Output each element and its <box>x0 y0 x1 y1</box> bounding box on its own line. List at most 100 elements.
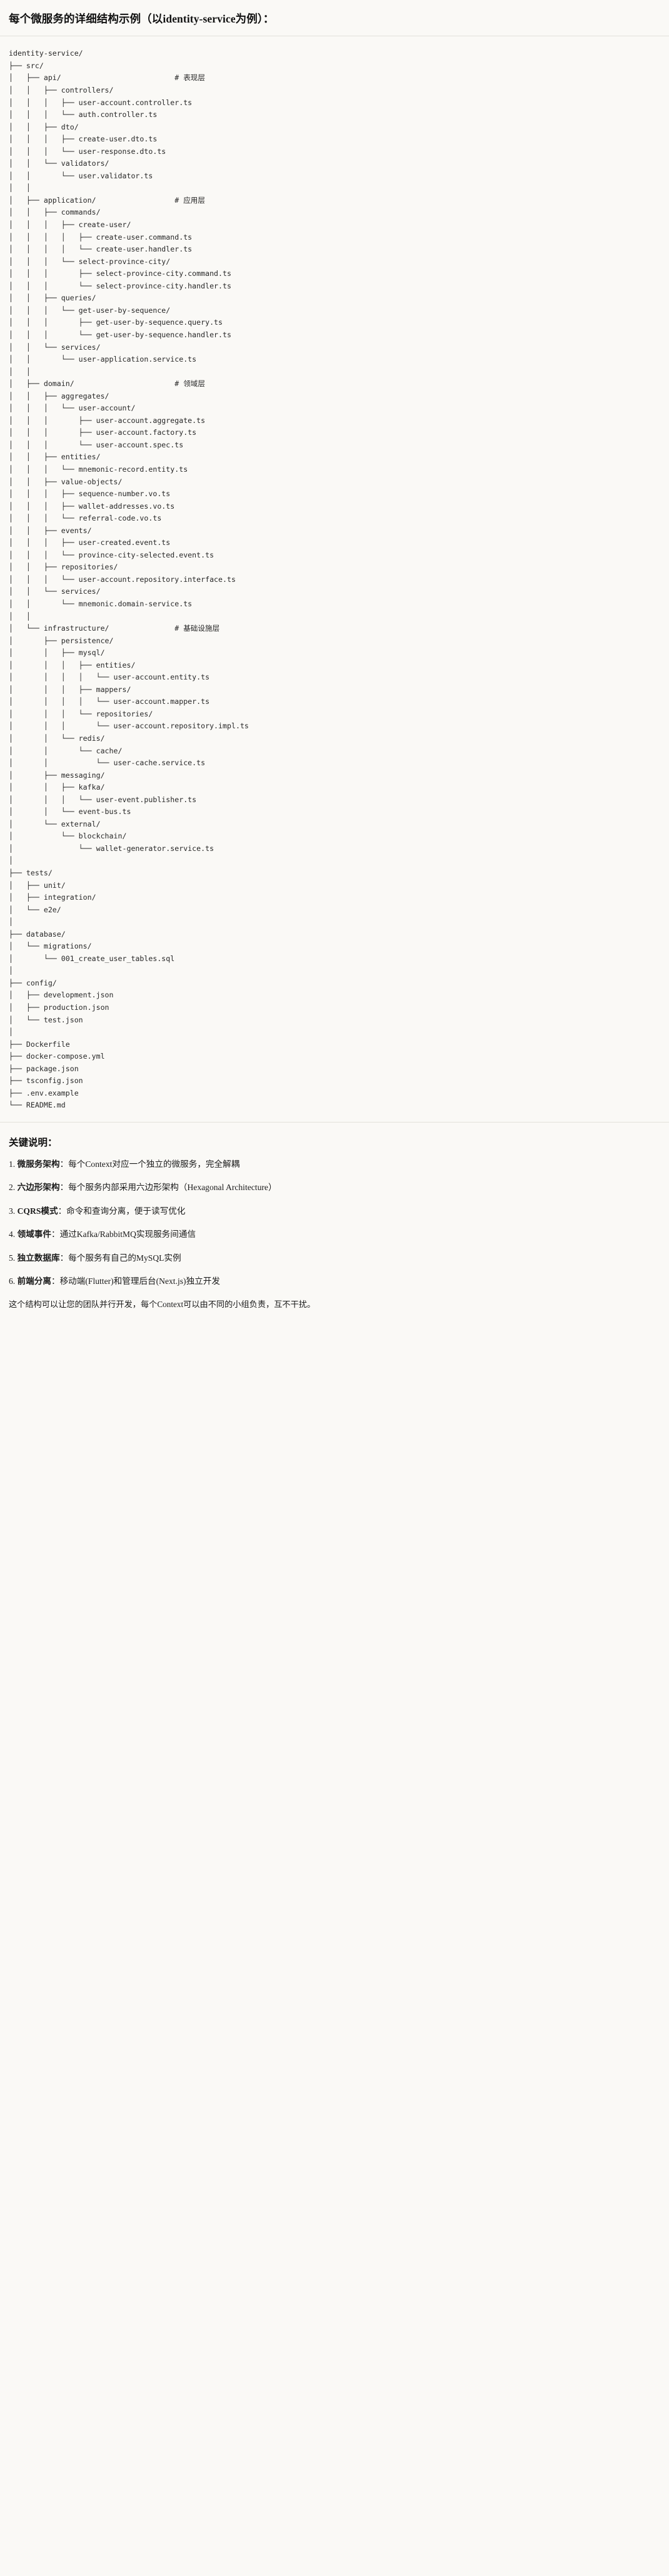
tree-line: │ │ └── redis/ <box>9 734 105 743</box>
tree-line: ├── src/ <box>9 61 44 70</box>
key-notes-list: 1. 微服务架构：每个Context对应一个独立的微服务，完全解耦 2. 六边形架… <box>9 1158 660 1288</box>
key-note-term: 微服务架构 <box>17 1159 60 1169</box>
tree-line: │ │ │ └── referral-code.vo.ts <box>9 514 162 523</box>
tree-line: │ │ ├── kafka/ <box>9 783 105 792</box>
tree-line: │ │ │ │ └── user-account.mapper.ts <box>9 697 210 706</box>
tree-line: │ ├── domain/ # 领域层 <box>9 379 205 389</box>
tree-line: ├── package.json <box>9 1064 79 1073</box>
tree-line: │ └── infrastructure/ # 基础设施层 <box>9 624 220 633</box>
tree-line: │ │ │ └── user-account.repository.impl.t… <box>9 721 249 731</box>
tree-line: │ │ │ ├── sequence-number.vo.ts <box>9 489 171 499</box>
tree-line: ├── docker-compose.yml <box>9 1052 105 1061</box>
key-note-description: ：每个服务有自己的MySQL实例 <box>59 1253 181 1263</box>
key-note-item: 4. 领域事件：通过Kafka/RabbitMQ实现服务间通信 <box>9 1228 660 1241</box>
tree-line: │ ├── messaging/ <box>9 770 105 780</box>
tree-line: ├── database/ <box>9 929 66 939</box>
tree-line: │ │ │ └── user-account/ <box>9 404 136 413</box>
tree-line: │ │ ├── controllers/ <box>9 86 114 95</box>
tree-line: │ ├── unit/ <box>9 880 66 890</box>
tree-line: │ │ │ └── repositories/ <box>9 709 153 718</box>
key-note-number: 3. <box>9 1206 16 1216</box>
tree-line: │ ├── production.json <box>9 1003 109 1012</box>
tree-line: │ │ │ └── mnemonic-record.entity.ts <box>9 464 188 474</box>
tree-line: │ │ <box>9 367 31 376</box>
key-notes-section: 关键说明： 1. 微服务架构：每个Context对应一个独立的微服务，完全解耦 2… <box>0 1122 669 1321</box>
key-note-number: 2. <box>9 1183 16 1193</box>
tree-line: │ │ │ └── province-city-selected.event.t… <box>9 550 214 559</box>
tree-line: │ │ └── services/ <box>9 587 101 596</box>
tree-line: │ <box>9 917 13 927</box>
tree-line: │ │ └── validators/ <box>9 159 109 168</box>
key-notes-title: 关键说明： <box>9 1137 58 1148</box>
tree-line: │ └── wallet-generator.service.ts <box>9 843 214 853</box>
key-note-item: 2. 六边形架构：每个服务内部采用六边形架构（Hexagonal Archite… <box>9 1181 660 1194</box>
key-note-description: ：通过Kafka/RabbitMQ实现服务间通信 <box>51 1229 196 1240</box>
tree-line: │ │ │ ├── user-account.aggregate.ts <box>9 415 206 425</box>
tree-line: ├── tsconfig.json <box>9 1076 83 1086</box>
tree-line: │ │ │ │ ├── create-user.command.ts <box>9 232 193 242</box>
tree-line: │ │ │ └── user-account.repository.interf… <box>9 574 236 584</box>
tree-line: │ <box>9 966 13 975</box>
tree-line: │ │ ├── value-objects/ <box>9 477 123 486</box>
tree-line: identity-service/ <box>9 49 83 58</box>
tree-line: │ │ │ ├── select-province-city.command.t… <box>9 269 231 278</box>
key-note-term: 领域事件 <box>17 1229 51 1240</box>
tree-line: │ │ │ ├── wallet-addresses.vo.ts <box>9 501 175 511</box>
tree-line: │ │ ├── mysql/ <box>9 648 105 658</box>
tree-line: │ │ <box>9 183 31 193</box>
tree-line: │ <box>9 1027 13 1037</box>
tree-line: │ │ └── event-bus.ts <box>9 807 131 817</box>
tree-line: │ ├── application/ # 应用层 <box>9 195 205 205</box>
key-note-item: 3. CQRS模式：命令和查询分离，便于读写优化 <box>9 1205 660 1218</box>
key-note-item: 6. 前端分离：移动端(Flutter)和管理后台(Next.js)独立开发 <box>9 1275 660 1288</box>
tree-line: │ │ └── user.validator.ts <box>9 171 153 180</box>
tree-line: │ ├── integration/ <box>9 893 96 902</box>
tree-line: │ │ └── services/ <box>9 342 101 352</box>
tree-line: ├── Dockerfile <box>9 1039 70 1049</box>
tree-line: │ ├── persistence/ <box>9 636 114 645</box>
key-note-item: 1. 微服务架构：每个Context对应一个独立的微服务，完全解耦 <box>9 1158 660 1171</box>
tree-line: │ │ │ └── select-province-city/ <box>9 257 171 266</box>
tree-line: │ <box>9 856 13 865</box>
key-note-description: ：命令和查询分离，便于读写优化 <box>58 1206 186 1216</box>
tree-line: │ │ │ ├── user-account.controller.ts <box>9 98 193 107</box>
key-note-term: 独立数据库 <box>17 1253 60 1263</box>
tree-line: │ │ │ ├── user-account.factory.ts <box>9 428 197 437</box>
tree-line: │ └── blockchain/ <box>9 832 127 841</box>
tree-line: ├── config/ <box>9 978 57 987</box>
tree-line: └── README.md <box>9 1101 66 1110</box>
tree-line: │ │ │ └── select-province-city.handler.t… <box>9 281 231 290</box>
tree-line: │ │ │ │ └── create-user.handler.ts <box>9 245 193 254</box>
tree-line: │ │ │ └── get-user-by-sequence/ <box>9 305 171 315</box>
tree-line: │ ├── api/ # 表现层 <box>9 73 205 83</box>
tree-line: │ │ ├── events/ <box>9 526 92 535</box>
key-note-term: CQRS模式 <box>17 1206 58 1216</box>
tree-line: │ │ │ │ └── user-account.entity.ts <box>9 673 210 682</box>
tree-line: ├── .env.example <box>9 1088 79 1097</box>
closing-note: 这个结构可以让您的团队并行开发，每个Context可以由不同的小组负责，互不干扰… <box>9 1300 316 1310</box>
header-section: 每个微服务的详细结构示例（以identity-service为例）： <box>0 0 669 37</box>
key-note-item: 5. 独立数据库：每个服务有自己的MySQL实例 <box>9 1252 660 1265</box>
tree-line: │ │ │ ├── create-user/ <box>9 220 131 230</box>
key-note-term: 六边形架构 <box>17 1183 60 1193</box>
key-note-description: ：每个服务内部采用六边形架构（Hexagonal Architecture） <box>59 1183 277 1193</box>
tree-line: │ └── 001_create_user_tables.sql <box>9 954 175 963</box>
tree-line: │ │ <box>9 611 31 621</box>
tree-line: │ │ ├── dto/ <box>9 122 79 131</box>
tree-line: │ │ │ └── user-account.spec.ts <box>9 440 184 449</box>
tree-line: │ │ │ ├── mappers/ <box>9 685 131 694</box>
tree-line: │ └── external/ <box>9 819 101 828</box>
tree-line: │ │ ├── commands/ <box>9 208 101 217</box>
tree-line: │ │ └── mnemonic.domain-service.ts <box>9 599 193 608</box>
key-note-term: 前端分离 <box>17 1276 51 1286</box>
directory-tree: identity-service/ ├── src/ │ ├── api/ # 表现… <box>9 48 660 1112</box>
page-title: 每个微服务的详细结构示例（以identity-service为例）： <box>9 13 274 25</box>
page-root: 每个微服务的详细结构示例（以identity-service为例）： ident… <box>0 0 669 1321</box>
tree-line: │ │ ├── repositories/ <box>9 563 118 572</box>
key-note-number: 6. <box>9 1276 16 1286</box>
tree-line: │ │ │ └── auth.controller.ts <box>9 110 158 120</box>
key-note-description: ：移动端(Flutter)和管理后台(Next.js)独立开发 <box>51 1276 220 1286</box>
key-note-number: 4. <box>9 1229 16 1240</box>
tree-line: │ │ ├── aggregates/ <box>9 391 109 400</box>
tree-line: │ │ └── user-cache.service.ts <box>9 758 206 768</box>
